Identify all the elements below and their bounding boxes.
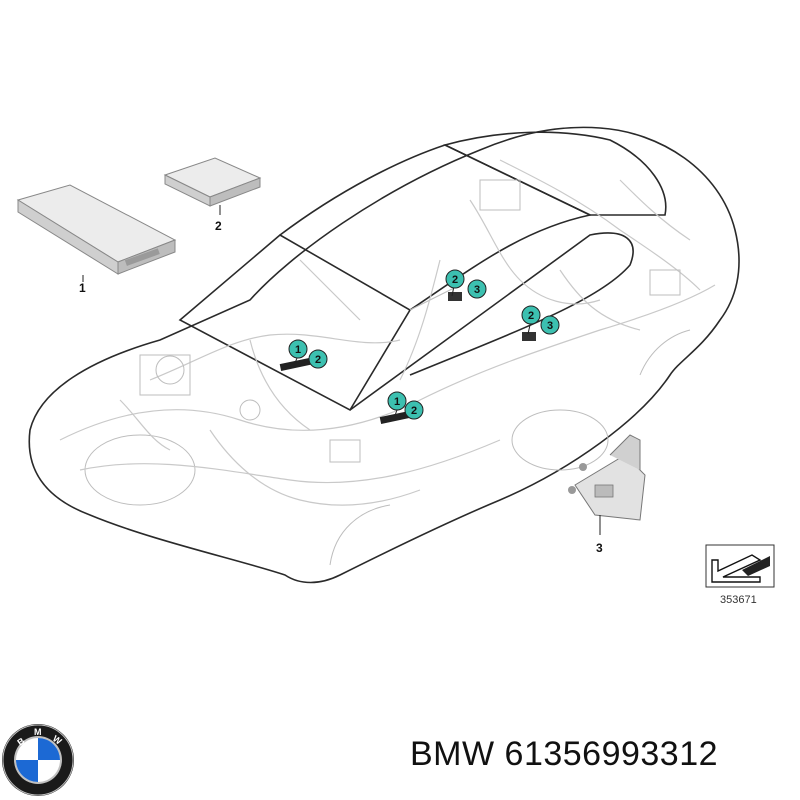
callout-number: 1 [295,344,301,356]
callout-number: 2 [528,310,534,322]
arrow-down-left-icon [711,554,770,583]
part-label-2: 2 [215,219,222,233]
control-unit-1 [16,184,177,282]
svg-text:M: M [34,727,42,737]
callout-number: 2 [315,354,321,366]
control-unit-2 [163,157,262,215]
callout-group-2: 2 3 [521,305,560,335]
callout-circle [308,349,328,369]
bracket-3 [568,434,646,535]
callout-group-4: 1 2 [387,391,424,420]
callout-circle [288,339,308,359]
callout-number: 3 [474,284,480,296]
callout-group-3: 1 2 [288,339,328,369]
reference-number: 353671 [720,594,757,606]
callout-circle [467,279,487,299]
antenna-strips [279,292,536,425]
callout-circle [404,400,424,420]
callout-circle [445,269,465,289]
car-outline [28,126,740,584]
svg-text:B: B [15,735,26,747]
callout-leaders [292,280,531,419]
callout-circle [387,391,407,411]
callout-circle [521,305,541,325]
callout-number: 2 [411,405,417,417]
bmw-logo-icon: B M W [2,724,74,796]
part-number-title: BMW 61356993312 [410,735,719,773]
callout-circle [540,315,560,335]
callout-group-1: 2 3 [445,269,487,299]
callout-number: 2 [452,274,458,286]
wiring-harness [59,159,716,506]
reference-box: 353671 [705,544,775,606]
part-label-3: 3 [596,541,603,555]
callout-number: 1 [394,396,400,408]
part-label-1: 1 [79,281,86,295]
callout-number: 3 [547,320,553,332]
